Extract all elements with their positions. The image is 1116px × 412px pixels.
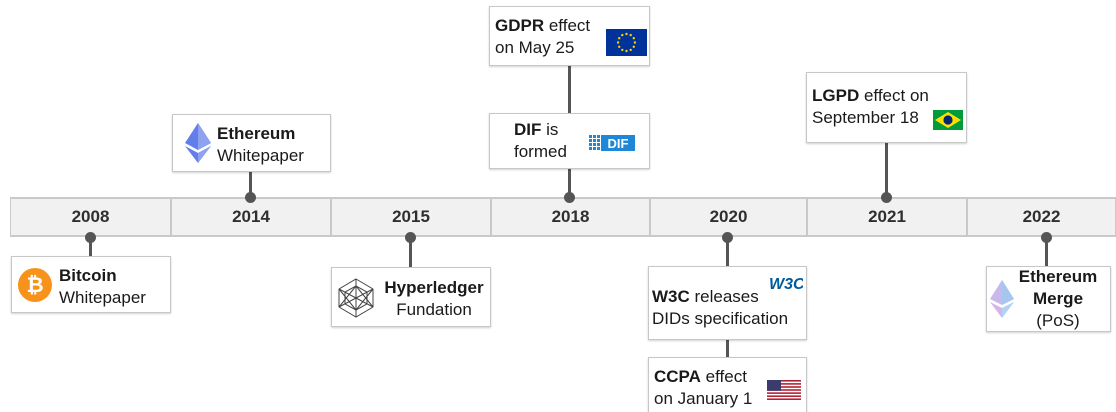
- svg-text:₿: ₿: [26, 274, 43, 297]
- marker-2008: [85, 232, 96, 243]
- ccpa-subtitle: on January 1: [654, 389, 753, 408]
- gdpr-text: effect: [544, 16, 591, 35]
- merge-title-line1: Ethereum: [1018, 267, 1098, 286]
- ethereum-icon: [990, 280, 1014, 318]
- marker-2015: [405, 232, 416, 243]
- timeline-bar: [10, 197, 1116, 237]
- ccpa-text: effect: [700, 367, 747, 386]
- event-card-gdpr: GDPR effect on May 25: [489, 6, 650, 66]
- year-2015: 2015: [331, 197, 491, 237]
- lgpd-text: effect on: [859, 86, 929, 105]
- event-card-w3c: W3C W3C releases DIDs specification: [648, 266, 807, 340]
- bitcoin-title: Bitcoin: [59, 266, 117, 285]
- connector-bitcoin: [89, 237, 92, 257]
- year-2018: 2018: [491, 197, 650, 237]
- connector-gdpr: [568, 66, 571, 114]
- marker-2022: [1041, 232, 1052, 243]
- event-card-dif: DIF is formed DIF: [489, 113, 650, 169]
- year-2014: 2014: [171, 197, 331, 237]
- merge-title-line2: Merge: [1032, 289, 1084, 308]
- w3c-subtitle: DIDs specification: [652, 309, 789, 328]
- w3c-logo: W3C: [769, 276, 803, 293]
- connector-lgpd: [885, 143, 888, 197]
- connector-w3c: [726, 237, 729, 267]
- w3c-title: W3C: [652, 287, 690, 306]
- lgpd-title: LGPD: [812, 86, 860, 105]
- event-card-hyperledger: Hyperledger Fundation: [331, 267, 491, 327]
- gdpr-title: GDPR: [495, 16, 545, 35]
- connector-merge: [1045, 237, 1048, 266]
- ccpa-title: CCPA: [654, 367, 701, 386]
- bitcoin-subtitle: Whitepaper: [59, 288, 146, 307]
- connector-ethereum: [249, 172, 252, 197]
- hyperledger-subtitle: Fundation: [396, 300, 472, 319]
- hyperledger-icon: [338, 278, 374, 318]
- connector-dif: [568, 168, 571, 197]
- event-card-ccpa: CCPA effect on January 1: [648, 357, 807, 412]
- marker-2020: [722, 232, 733, 243]
- bitcoin-icon: ₿: [18, 268, 52, 302]
- connector-ccpa: [726, 340, 729, 358]
- merge-subtitle: (PoS): [1036, 311, 1080, 330]
- w3c-logo-text: W3C: [769, 276, 803, 293]
- event-card-ethereum-merge: Ethereum Merge (PoS): [986, 266, 1111, 332]
- year-2021: 2021: [807, 197, 967, 237]
- dif-logo: DIF: [589, 135, 635, 151]
- dif-text: is: [541, 120, 559, 139]
- year-2008: 2008: [10, 197, 171, 237]
- year-2022: 2022: [967, 197, 1116, 237]
- lgpd-subtitle: September 18: [812, 108, 919, 127]
- eu-flag-icon: [606, 29, 647, 56]
- event-card-ethereum: Ethereum Whitepaper: [172, 114, 331, 172]
- ethereum-subtitle: Whitepaper: [217, 146, 304, 165]
- event-card-bitcoin: ₿ Bitcoin Whitepaper: [11, 256, 171, 313]
- us-flag-icon: [767, 380, 801, 400]
- ethereum-icon: [185, 123, 211, 163]
- hyperledger-title: Hyperledger: [384, 278, 484, 297]
- ethereum-title: Ethereum: [217, 124, 296, 143]
- dif-title: DIF: [514, 120, 542, 139]
- w3c-text: releases: [689, 287, 759, 306]
- year-2020: 2020: [650, 197, 807, 237]
- brazil-flag-icon: [933, 110, 963, 130]
- marker-2018: [564, 192, 575, 203]
- dif-logo-text: DIF: [608, 136, 629, 151]
- connector-hyperledger: [409, 237, 412, 268]
- marker-2014: [245, 192, 256, 203]
- gdpr-subtitle: on May 25: [495, 38, 575, 57]
- event-card-lgpd: LGPD effect on September 18: [806, 72, 967, 143]
- dif-subtitle: formed: [514, 142, 567, 161]
- marker-2021: [881, 192, 892, 203]
